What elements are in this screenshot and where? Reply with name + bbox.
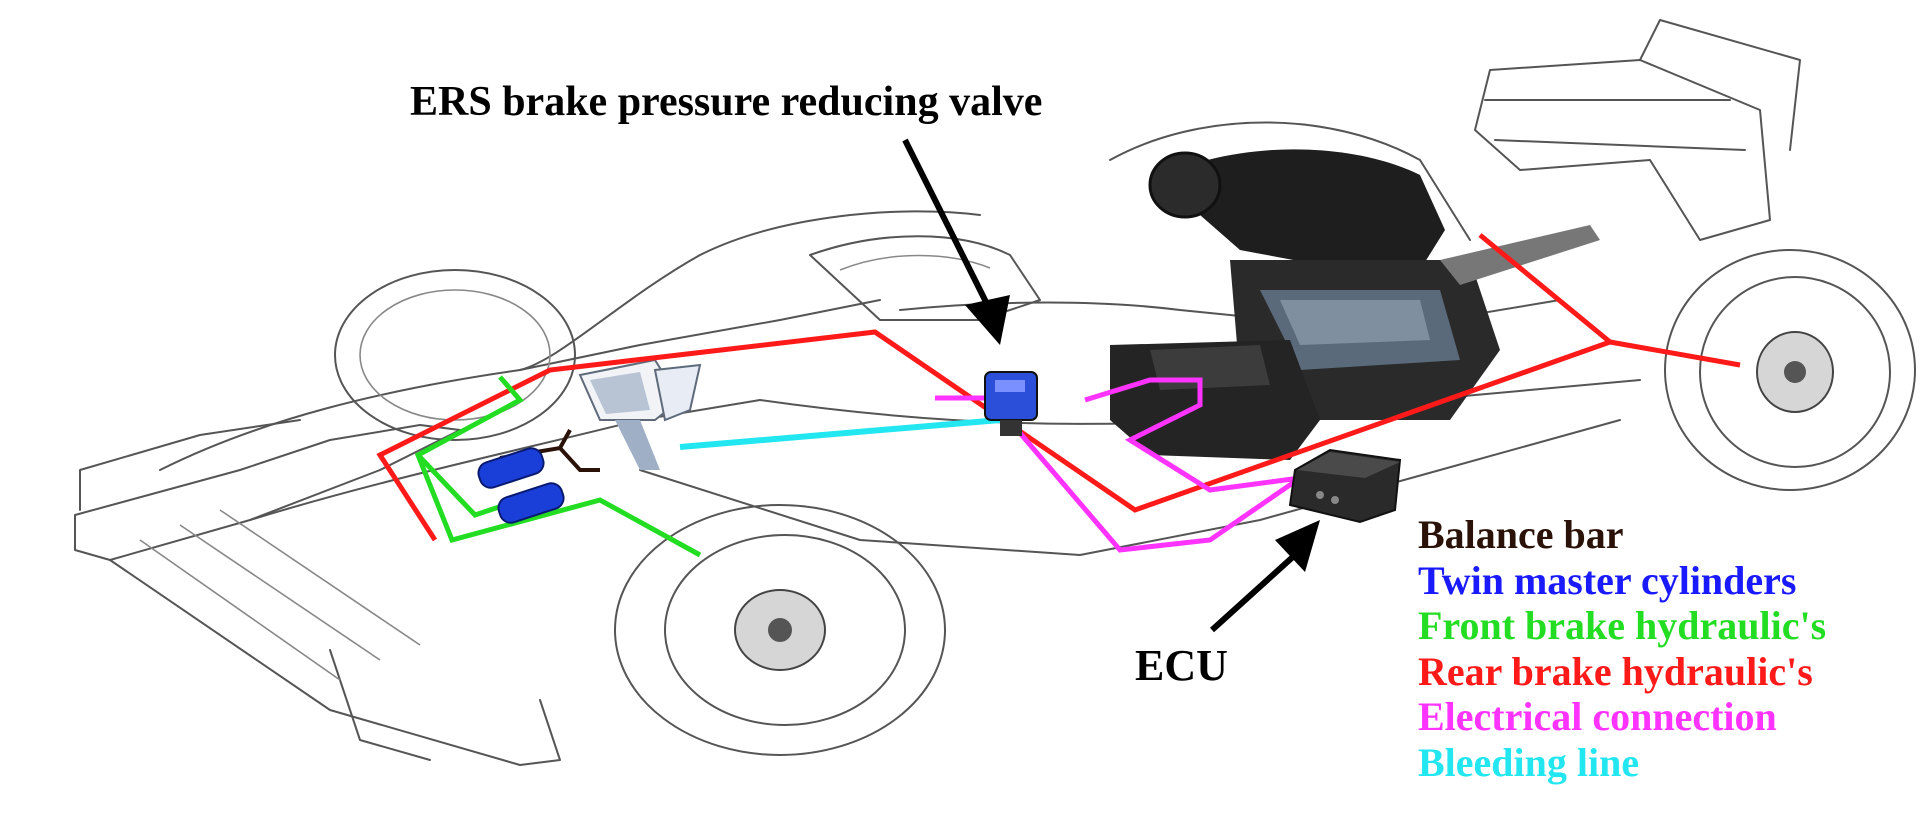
ers-valve-label: ERS brake pressure reducing valve	[410, 79, 1043, 125]
rear-right-wheel	[1664, 249, 1916, 491]
electrical-connection-line-2	[1084, 377, 1301, 493]
front-right-wheel	[614, 504, 946, 756]
electrical-connection-line	[935, 395, 1302, 553]
ecu-arrow	[1209, 552, 1298, 633]
legend-item-rear-brake-hydraulics: Rear brake hydraulic's	[1418, 648, 1813, 694]
ecu-box	[1288, 448, 1402, 524]
ecu-label: ECU	[1135, 641, 1228, 690]
pedal-box	[578, 358, 702, 470]
rear-left-wheel	[334, 269, 576, 441]
legend: Balance bar Twin master cylinders Front …	[1418, 512, 1826, 785]
front-brake-hydraulic-line	[414, 375, 702, 558]
balance-bar-link-2	[558, 429, 572, 449]
master-cylinder-2	[497, 482, 565, 524]
bleeding-line	[679, 417, 1001, 450]
legend-item-front-brake-hydraulics: Front brake hydraulic's	[1418, 603, 1827, 648]
brake-lines	[376, 233, 1741, 558]
ecu-arrowhead	[1275, 520, 1320, 572]
legend-item-electrical-connection: Electrical connection	[1418, 694, 1777, 739]
legend-item-balance-bar: Balance bar	[1418, 512, 1624, 557]
ers-valve-arrow	[902, 138, 993, 312]
ers-valve-arrowhead	[965, 295, 1010, 345]
legend-item-bleeding-line: Bleeding line	[1418, 739, 1640, 785]
rear-brake-hydraulic-branch	[1609, 339, 1741, 368]
callout-arrows	[902, 138, 1320, 633]
legend-item-twin-master-cylinders: Twin master cylinders	[1418, 557, 1797, 603]
master-cylinder-1	[477, 447, 545, 489]
ers-valve	[984, 371, 1038, 436]
twin-master-cylinders	[477, 447, 565, 524]
engine-power-unit	[1110, 149, 1600, 460]
